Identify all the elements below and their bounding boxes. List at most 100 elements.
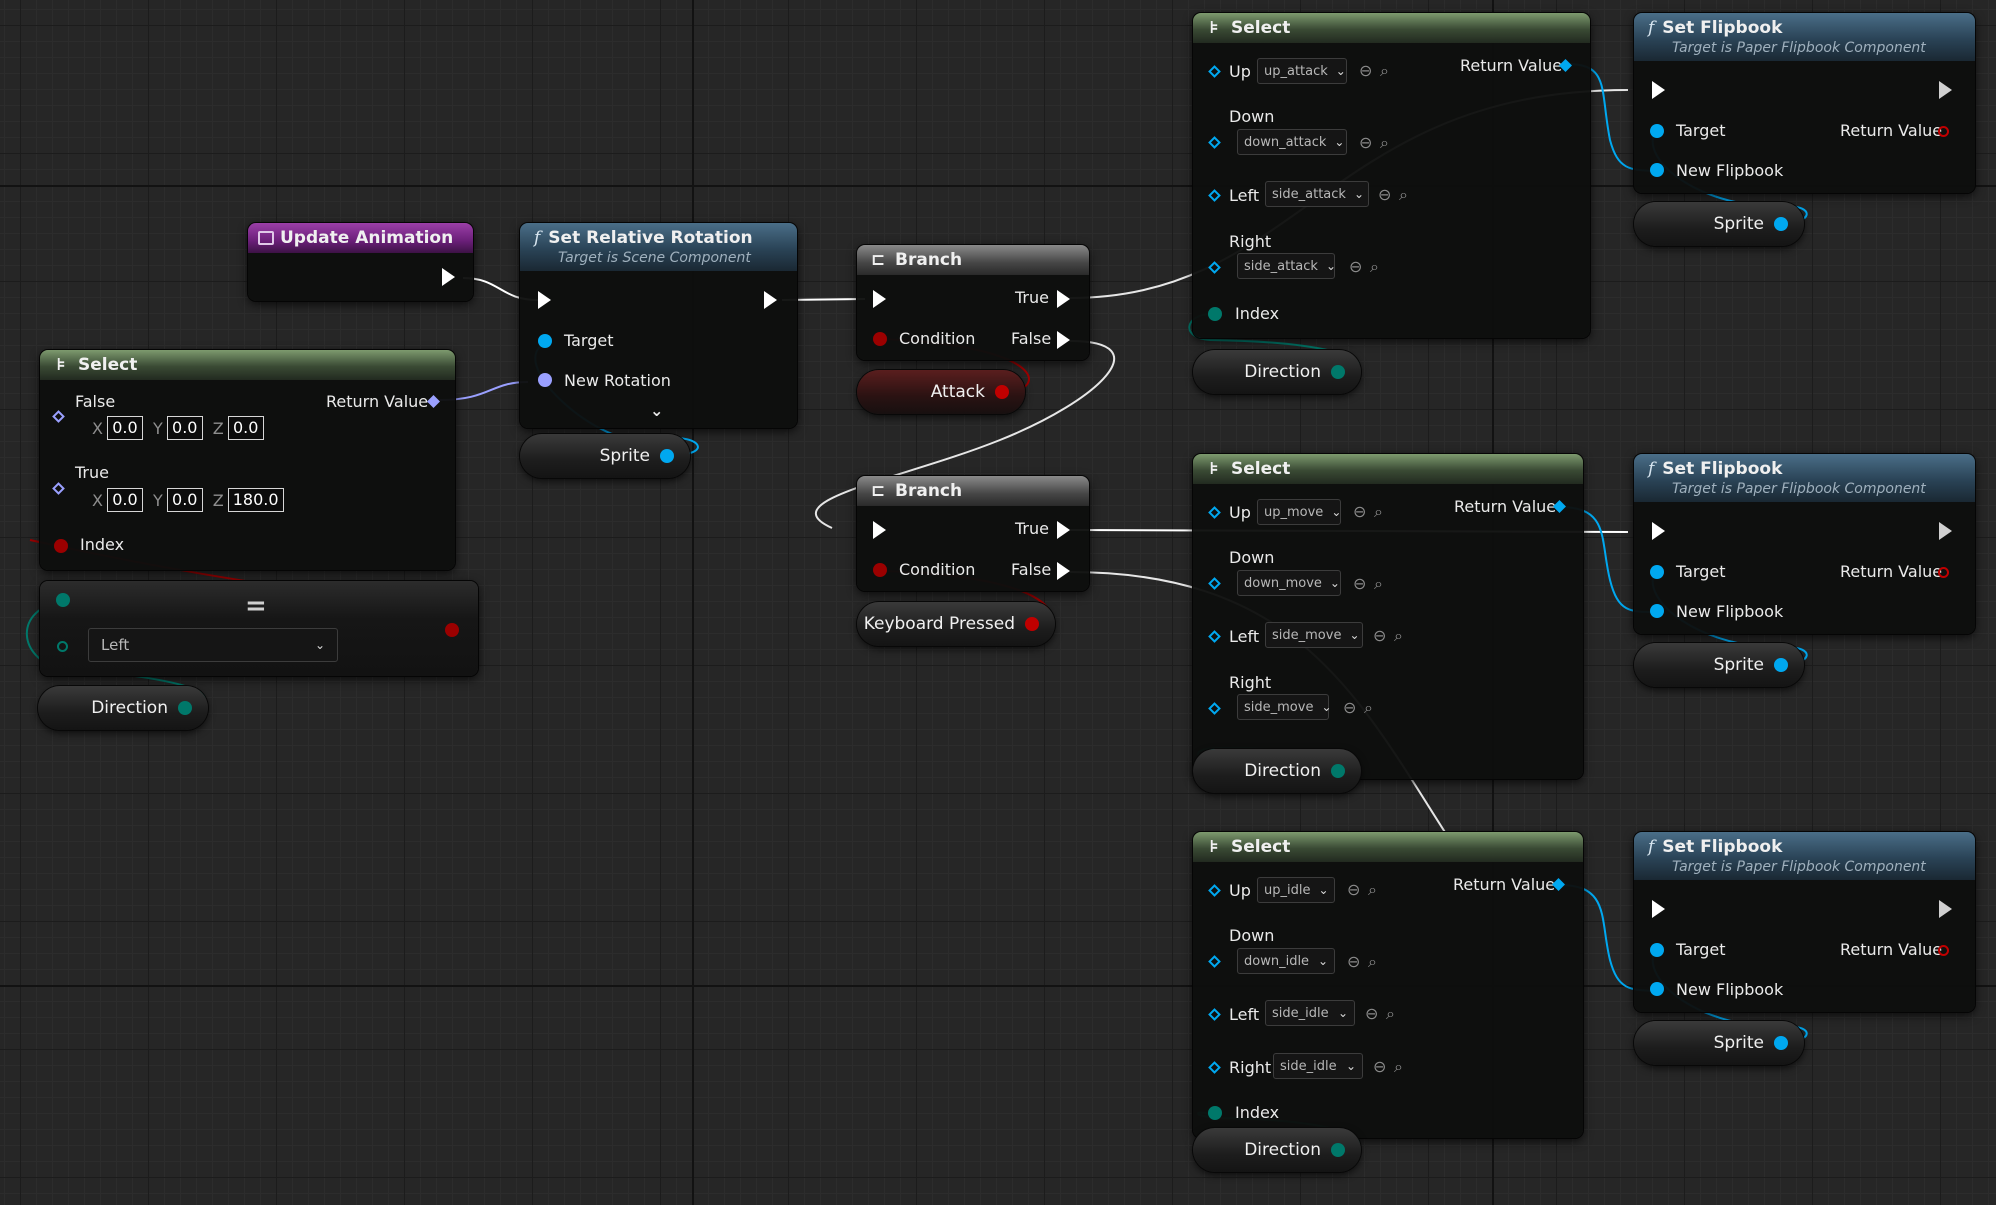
up-pin[interactable] [1208, 506, 1221, 519]
new-flipbook-pin[interactable] [1650, 163, 1664, 177]
reset-icon[interactable]: ⊖ [1359, 61, 1373, 80]
true-x-field[interactable]: 0.0 [106, 488, 143, 512]
true-pin[interactable] [52, 482, 65, 495]
new-flipbook-pin[interactable] [1650, 604, 1664, 618]
reset-icon[interactable]: ⊖ [1347, 880, 1361, 899]
target-pin[interactable] [1650, 943, 1664, 957]
search-icon[interactable]: ⌕ [1368, 952, 1377, 971]
enum-b-pin[interactable] [57, 641, 68, 652]
exec-in-pin[interactable] [1652, 81, 1665, 99]
enum-a-pin[interactable] [56, 593, 70, 607]
direction-variable-node[interactable]: Direction [1193, 1128, 1361, 1172]
sprite-variable-node[interactable]: Sprite [1634, 643, 1804, 687]
search-icon[interactable]: ⌕ [1394, 1057, 1403, 1076]
reset-icon[interactable]: ⊖ [1347, 952, 1361, 971]
reset-icon[interactable]: ⊖ [1378, 185, 1392, 204]
right-value-dropdown[interactable]: side_attack⌄ [1237, 253, 1336, 279]
up-value-dropdown[interactable]: up_move⌄ [1257, 499, 1341, 525]
condition-pin[interactable] [873, 563, 887, 577]
keyboard-pressed-variable-node[interactable]: Keyboard Pressed [857, 602, 1055, 646]
right-pin[interactable] [1208, 1061, 1221, 1074]
reset-icon[interactable]: ⊖ [1343, 698, 1357, 717]
exec-out-pin[interactable] [1939, 81, 1952, 99]
direction-variable-node[interactable]: Direction [1193, 749, 1361, 793]
false-z-field[interactable]: 0.0 [227, 416, 264, 440]
down-value-dropdown[interactable]: down_move⌄ [1237, 570, 1341, 596]
true-y-field[interactable]: 0.0 [166, 488, 203, 512]
return-value-pin[interactable] [1938, 567, 1949, 578]
target-pin[interactable] [538, 334, 552, 348]
exec-in-pin[interactable] [538, 291, 551, 309]
object-out-pin[interactable] [1774, 658, 1788, 672]
index-pin[interactable] [54, 539, 68, 553]
up-pin[interactable] [1208, 884, 1221, 897]
object-out-pin[interactable] [660, 449, 674, 463]
search-icon[interactable]: ⌕ [1368, 880, 1377, 899]
search-icon[interactable]: ⌕ [1394, 626, 1403, 645]
condition-pin[interactable] [873, 332, 887, 346]
enum-out-pin[interactable] [1331, 1143, 1345, 1157]
exec-out-pin[interactable] [442, 268, 455, 286]
up-pin[interactable] [1208, 65, 1221, 78]
target-pin[interactable] [1650, 124, 1664, 138]
search-icon[interactable]: ⌕ [1380, 133, 1389, 152]
left-pin[interactable] [1208, 189, 1221, 202]
bool-out-pin[interactable] [1025, 617, 1039, 631]
false-x-field[interactable]: 0.0 [106, 416, 143, 440]
exec-out-pin[interactable] [1939, 900, 1952, 918]
return-value-pin[interactable] [427, 395, 440, 408]
bool-out-pin[interactable] [445, 623, 459, 637]
search-icon[interactable]: ⌕ [1399, 185, 1408, 204]
branch-attack-node[interactable]: ⊏ Branch True Condition False [857, 245, 1089, 360]
reset-icon[interactable]: ⊖ [1359, 133, 1373, 152]
return-value-pin[interactable] [1938, 945, 1949, 956]
return-value-pin[interactable] [1559, 59, 1572, 72]
exec-in-pin[interactable] [873, 290, 886, 308]
enum-out-pin[interactable] [1331, 365, 1345, 379]
object-out-pin[interactable] [1774, 217, 1788, 231]
exec-in-pin[interactable] [1652, 900, 1665, 918]
direction-variable-node[interactable]: Direction [1193, 350, 1361, 394]
reset-icon[interactable]: ⊖ [1353, 502, 1367, 521]
return-value-pin[interactable] [1553, 500, 1566, 513]
reset-icon[interactable]: ⊖ [1353, 574, 1367, 593]
select-attack-node[interactable]: ⊧ Select Up up_attack⌄ ⊖ ⌕ Return Value … [1193, 13, 1590, 338]
right-value-dropdown[interactable]: side_move⌄ [1237, 694, 1332, 720]
right-pin[interactable] [1208, 261, 1221, 274]
update-animation-event-node[interactable]: Update Animation [248, 223, 473, 301]
expand-chevron-icon[interactable]: ⌄ [650, 401, 664, 420]
down-pin[interactable] [1208, 577, 1221, 590]
new-rotation-pin[interactable] [538, 373, 552, 387]
up-value-dropdown[interactable]: up_idle⌄ [1257, 877, 1335, 903]
exec-in-pin[interactable] [873, 521, 886, 539]
object-out-pin[interactable] [1774, 1036, 1788, 1050]
true-exec-pin[interactable] [1057, 521, 1070, 539]
search-icon[interactable]: ⌕ [1386, 1004, 1395, 1023]
sprite-variable-node[interactable]: Sprite [1634, 202, 1804, 246]
new-flipbook-pin[interactable] [1650, 982, 1664, 996]
enum-out-pin[interactable] [1331, 764, 1345, 778]
return-value-pin[interactable] [1938, 126, 1949, 137]
search-icon[interactable]: ⌕ [1374, 574, 1383, 593]
true-z-field[interactable]: 180.0 [227, 488, 284, 512]
down-value-dropdown[interactable]: down_attack⌄ [1237, 129, 1347, 155]
branch-keyboard-node[interactable]: ⊏ Branch True Condition False [857, 476, 1089, 591]
false-y-field[interactable]: 0.0 [166, 416, 203, 440]
left-value-dropdown[interactable]: side_move⌄ [1265, 622, 1363, 648]
search-icon[interactable]: ⌕ [1370, 257, 1379, 276]
right-value-dropdown[interactable]: side_idle⌄ [1273, 1053, 1363, 1079]
enum-value-dropdown[interactable]: Left ⌄ [88, 628, 338, 662]
index-pin[interactable] [1208, 307, 1222, 321]
bool-out-pin[interactable] [995, 385, 1009, 399]
up-value-dropdown[interactable]: up_attack⌄ [1257, 58, 1347, 84]
search-icon[interactable]: ⌕ [1374, 502, 1383, 521]
exec-out-pin[interactable] [764, 291, 777, 309]
search-icon[interactable]: ⌕ [1364, 698, 1373, 717]
reset-icon[interactable]: ⊖ [1373, 626, 1387, 645]
exec-out-pin[interactable] [1939, 522, 1952, 540]
